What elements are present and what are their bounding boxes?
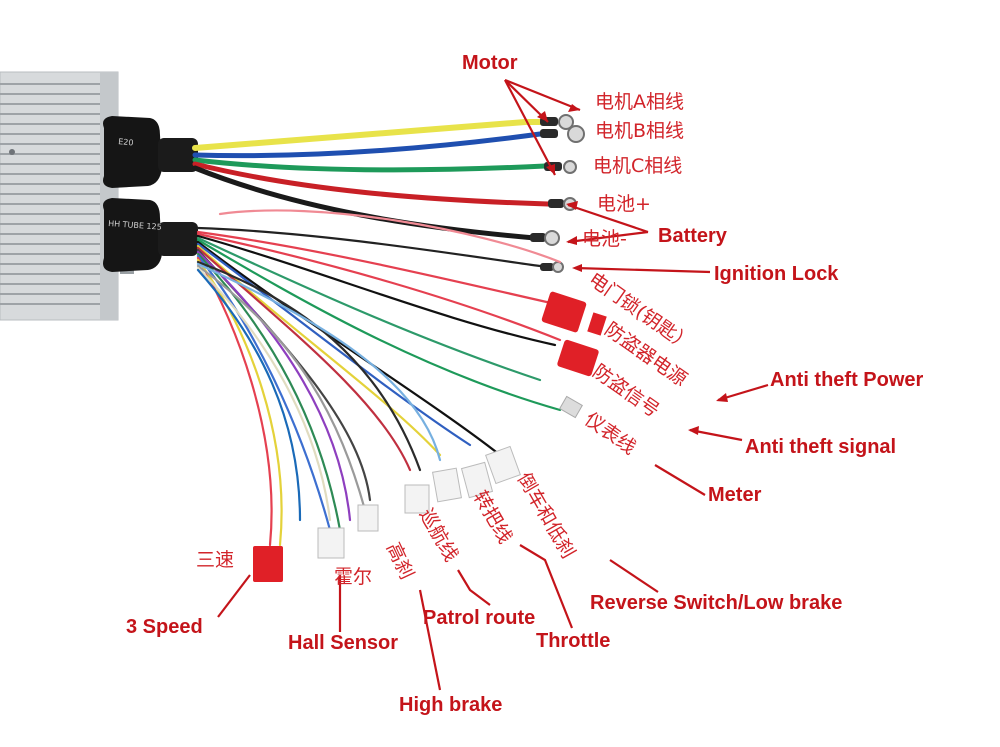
label-high-brake: High brake	[399, 694, 503, 716]
label-battery: Battery	[658, 225, 727, 247]
connectors	[253, 291, 607, 582]
label-reverse-switch: Reverse Switch/Low brake	[590, 592, 843, 614]
throttle-connector	[460, 461, 494, 499]
connector-top-label: E20	[118, 137, 134, 148]
three-speed-connector	[253, 546, 283, 582]
cable-grommets	[103, 116, 198, 272]
high-brake-connector	[404, 484, 430, 514]
label-cn-battery-pos: 电池+	[597, 193, 651, 215]
ignition-connector	[541, 291, 587, 333]
heat-sink-fins	[0, 83, 102, 305]
label-cn-motor-c: 电机C相线	[593, 155, 683, 177]
label-throttle: Throttle	[536, 630, 611, 652]
reverse-connector	[485, 445, 521, 485]
label-motor: Motor	[462, 52, 518, 74]
label-ignition-lock: Ignition Lock	[714, 263, 839, 285]
label-anti-theft-power: Anti theft Power	[770, 369, 924, 391]
signal-wire-harness	[196, 209, 562, 547]
power-wires	[192, 119, 551, 241]
battery-positive-wire	[192, 161, 551, 207]
label-cn-three-speed: 三速	[196, 549, 235, 571]
callout-lines	[217, 78, 769, 691]
controller-body	[0, 71, 134, 321]
connector-bottom-label: HH TUBE 125	[108, 219, 162, 232]
anti-theft-signal-connector	[559, 395, 583, 419]
brake-connector	[357, 504, 379, 532]
label-three-speed: 3 Speed	[126, 616, 203, 638]
motor-phase-c-wire	[192, 157, 548, 173]
label-hall-sensor: Hall Sensor	[288, 632, 399, 654]
patrol-connector	[431, 467, 463, 503]
motor-phase-b-wire	[192, 131, 543, 159]
label-cn-hall: 霍尔	[334, 566, 373, 588]
label-anti-theft-signal: Anti theft signal	[745, 436, 897, 458]
label-patrol-route: Patrol route	[423, 607, 536, 629]
anti-theft-power-connector	[557, 339, 599, 377]
label-cn-motor-b: 电机B相线	[595, 120, 685, 142]
label-cn-motor-a: 电机A相线	[595, 91, 684, 113]
label-meter: Meter	[708, 484, 762, 506]
label-cn-battery-neg: 电池-	[582, 228, 627, 250]
arrow-heads	[537, 104, 728, 435]
motor-phase-a-wire	[192, 119, 548, 151]
ring-terminals	[530, 114, 585, 273]
hall-connector	[317, 527, 345, 559]
